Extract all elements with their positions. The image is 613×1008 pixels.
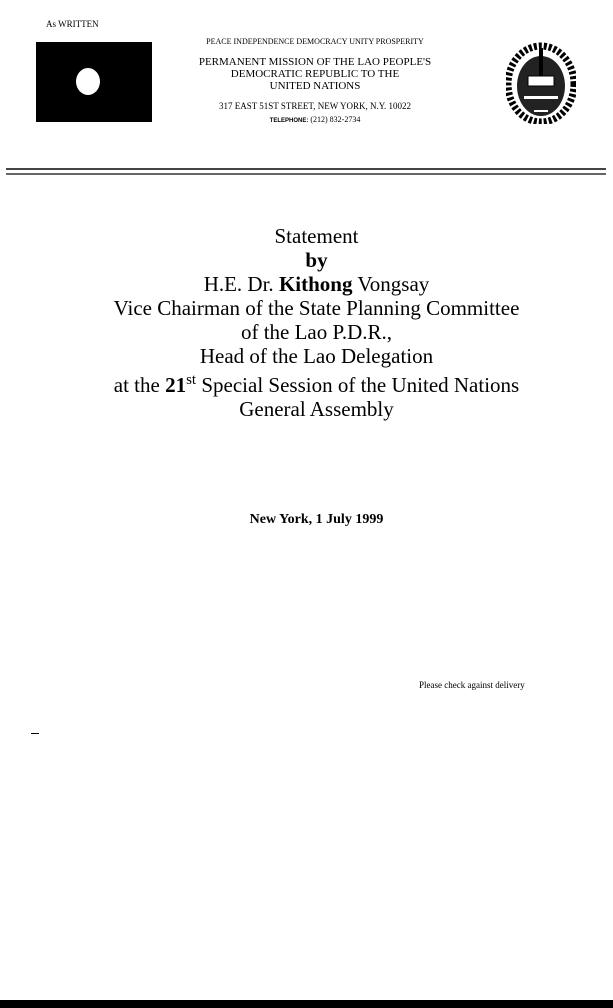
mission-line: PERMANENT MISSION OF THE LAO PEOPLE'S bbox=[198, 56, 432, 68]
statement-title: Statement bbox=[274, 224, 359, 248]
mission-name: PERMANENT MISSION OF THE LAO PEOPLE'S DE… bbox=[150, 56, 480, 92]
motto: PEACE INDEPENDENCE DEMOCRACY UNITY PROSP… bbox=[206, 37, 424, 46]
statement-block: Statement by H.E. Dr. Kithong Vongsay Vi… bbox=[0, 224, 613, 421]
speaker-role: Head of the Lao Delegation bbox=[199, 344, 434, 368]
session-number: 21 bbox=[165, 373, 187, 397]
assembly-line: General Assembly bbox=[239, 397, 394, 421]
telephone: TELEPHONE: (212) 832-2734 bbox=[150, 115, 480, 124]
stamp-text: As WRITTEN bbox=[46, 19, 99, 29]
speaker-prefix: H.E. Dr. bbox=[203, 272, 274, 296]
header-divider bbox=[6, 168, 606, 170]
mission-line: UNITED NATIONS bbox=[269, 80, 361, 92]
speaker-line: H.E. Dr. Kithong Vongsay bbox=[0, 272, 613, 296]
session-line: at the 21st Special Session of the Unite… bbox=[0, 368, 613, 397]
delivery-note: Please check against delivery bbox=[419, 680, 525, 690]
scan-border bbox=[0, 1000, 613, 1008]
statement-by: by bbox=[305, 248, 328, 272]
national-emblem-icon bbox=[506, 42, 576, 124]
telephone-label: TELEPHONE: bbox=[269, 118, 309, 124]
speaker-title: Vice Chairman of the State Planning Comm… bbox=[113, 296, 520, 320]
mission-line: DEMOCRATIC REPUBLIC TO THE bbox=[230, 68, 400, 80]
session-post: Special Session of the United Nations bbox=[201, 373, 520, 397]
speaker-first-name: Kithong bbox=[278, 272, 353, 296]
header-divider bbox=[6, 173, 606, 175]
margin-mark bbox=[31, 733, 39, 734]
lao-flag bbox=[36, 42, 152, 122]
address: 317 EAST 51ST STREET, NEW YORK, N.Y. 100… bbox=[218, 101, 412, 111]
speaker-country: of the Lao P.D.R., bbox=[240, 320, 393, 344]
session-suffix: st bbox=[186, 372, 197, 388]
speaker-last-name: Vongsay bbox=[357, 272, 430, 296]
flag-moon bbox=[76, 68, 100, 95]
session-pre: at the bbox=[113, 373, 160, 397]
telephone-number: (212) 832-2734 bbox=[310, 115, 361, 124]
statement-date: New York, 1 July 1999 bbox=[249, 512, 384, 527]
